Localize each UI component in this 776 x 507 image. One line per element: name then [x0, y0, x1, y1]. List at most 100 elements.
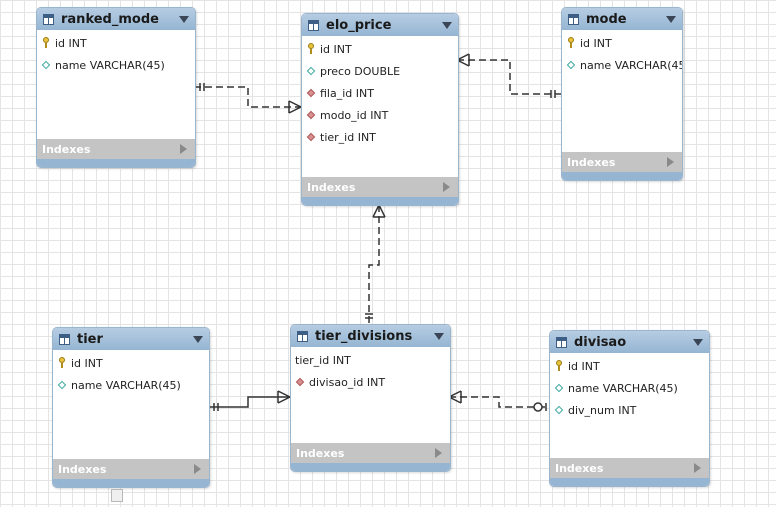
table-footer: [302, 197, 458, 205]
column-label: tier_id INT: [320, 130, 376, 144]
column-label: name VARCHAR(45): [55, 58, 165, 72]
column-row[interactable]: id INT: [562, 32, 682, 54]
attribute-icon: [306, 65, 316, 77]
column-label: name VARCHAR(45): [580, 58, 683, 72]
table-header[interactable]: elo_price: [302, 14, 458, 36]
expand-arrow-icon[interactable]: [667, 157, 674, 167]
expand-arrow-icon[interactable]: [694, 463, 701, 473]
column-list: id INT preco DOUBLE fila_id INT modo_id …: [302, 36, 458, 148]
indexes-label: Indexes: [58, 462, 107, 476]
collapse-arrow-icon[interactable]: [179, 16, 189, 23]
column-row[interactable]: tier_id INT: [291, 349, 450, 371]
collapse-arrow-icon[interactable]: [434, 333, 444, 340]
expand-arrow-icon[interactable]: [435, 448, 442, 458]
table-name: tier_divisions: [315, 328, 413, 344]
table-header[interactable]: mode: [562, 8, 682, 30]
column-label: id INT: [55, 36, 87, 50]
table-mode[interactable]: mode id INT name VARCHAR(45) Indexes: [561, 7, 683, 181]
table-footer: [562, 172, 682, 180]
table-name: elo_price: [326, 17, 392, 33]
connector-elo_price-mode[interactable]: [456, 53, 561, 98]
connector-tier_divisions-divisao[interactable]: [448, 390, 549, 412]
table-icon: [59, 333, 70, 345]
column-label: tier_id INT: [295, 353, 351, 367]
column-row[interactable]: name VARCHAR(45): [562, 54, 682, 76]
indexes-section[interactable]: Indexes: [37, 139, 195, 159]
table-name: divisao: [574, 334, 627, 350]
table-elo_price[interactable]: elo_price id INT preco DOUBLE fila_id IN…: [301, 13, 459, 206]
foreign-key-icon: [306, 87, 316, 99]
column-label: modo_id INT: [320, 108, 389, 122]
table-header[interactable]: divisao: [550, 331, 709, 353]
table-header[interactable]: tier_divisions: [291, 325, 450, 347]
table-icon: [308, 19, 319, 31]
attribute-icon: [57, 379, 67, 391]
table-divisao[interactable]: divisao id INT name VARCHAR(45) div_num …: [549, 330, 710, 487]
column-list: id INT name VARCHAR(45): [53, 350, 209, 396]
collapse-arrow-icon[interactable]: [193, 336, 203, 343]
indexes-section[interactable]: Indexes: [562, 152, 682, 172]
indexes-section[interactable]: Indexes: [291, 443, 450, 463]
table-icon: [43, 13, 54, 25]
table-footer: [291, 463, 450, 471]
column-row[interactable]: tier_id INT: [302, 126, 458, 148]
column-row[interactable]: name VARCHAR(45): [53, 374, 209, 396]
collapse-arrow-icon[interactable]: [442, 22, 452, 29]
indexes-section[interactable]: Indexes: [53, 459, 209, 479]
table-icon: [556, 336, 567, 348]
expand-arrow-icon[interactable]: [180, 144, 187, 154]
column-label: fila_id INT: [320, 86, 374, 100]
column-row[interactable]: id INT: [302, 38, 458, 60]
column-row[interactable]: fila_id INT: [302, 82, 458, 104]
column-row[interactable]: divisao_id INT: [291, 371, 450, 393]
primary-key-icon: [554, 360, 564, 372]
column-label: preco DOUBLE: [320, 64, 401, 78]
column-row[interactable]: preco DOUBLE: [302, 60, 458, 82]
table-name: tier: [77, 331, 103, 347]
column-row[interactable]: id INT: [37, 32, 195, 54]
page-marker-icon: [111, 489, 123, 502]
column-label: div_num INT: [568, 403, 637, 417]
column-label: id INT: [568, 359, 600, 373]
attribute-icon: [41, 59, 51, 71]
column-label: id INT: [320, 42, 352, 56]
connector-ranked_mode-elo_price[interactable]: [194, 83, 302, 114]
table-footer: [550, 478, 709, 486]
primary-key-icon: [41, 37, 51, 49]
primary-key-icon: [566, 37, 576, 49]
indexes-label: Indexes: [567, 155, 616, 169]
expand-arrow-icon[interactable]: [194, 464, 201, 474]
expand-arrow-icon[interactable]: [443, 182, 450, 192]
column-row[interactable]: modo_id INT: [302, 104, 458, 126]
column-row[interactable]: div_num INT: [550, 399, 709, 421]
attribute-icon: [566, 59, 576, 71]
indexes-section[interactable]: Indexes: [550, 458, 709, 478]
column-list: id INT name VARCHAR(45): [562, 30, 682, 76]
attribute-icon: [554, 404, 564, 416]
table-header[interactable]: ranked_mode: [37, 8, 195, 30]
indexes-label: Indexes: [296, 446, 345, 460]
table-tier_divisions[interactable]: tier_divisions tier_id INT divisao_id IN…: [290, 324, 451, 472]
column-label: divisao_id INT: [309, 375, 386, 389]
table-ranked_mode[interactable]: ranked_mode id INT name VARCHAR(45) Inde…: [36, 7, 196, 168]
column-list: id INT name VARCHAR(45) div_num INT: [550, 353, 709, 421]
column-label: id INT: [580, 36, 612, 50]
collapse-arrow-icon[interactable]: [693, 339, 703, 346]
table-header[interactable]: tier: [53, 328, 209, 350]
column-row[interactable]: id INT: [53, 352, 209, 374]
primary-key-icon: [306, 43, 316, 55]
column-list: id INT name VARCHAR(45): [37, 30, 195, 76]
table-name: mode: [586, 11, 627, 27]
column-row[interactable]: name VARCHAR(45): [550, 377, 709, 399]
connector-tier-tier_divisions[interactable]: [208, 390, 291, 411]
foreign-key-icon: [295, 376, 305, 388]
connector-elo_price-tier_divisions[interactable]: [365, 204, 386, 324]
column-row[interactable]: id INT: [550, 355, 709, 377]
column-row[interactable]: name VARCHAR(45): [37, 54, 195, 76]
collapse-arrow-icon[interactable]: [666, 16, 676, 23]
table-footer: [53, 479, 209, 487]
table-tier[interactable]: tier id INT name VARCHAR(45) Indexes: [52, 327, 210, 488]
indexes-section[interactable]: Indexes: [302, 177, 458, 197]
indexes-label: Indexes: [307, 180, 356, 194]
table-footer: [37, 159, 195, 167]
